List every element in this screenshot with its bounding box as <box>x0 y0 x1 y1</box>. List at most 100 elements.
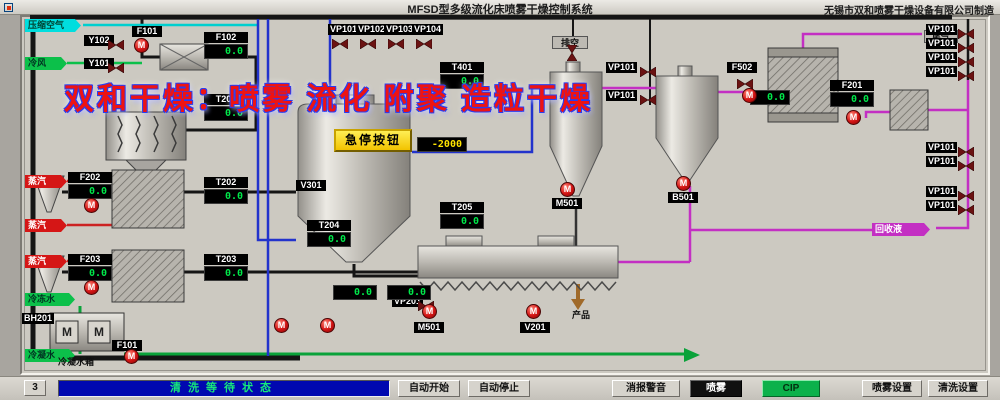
button-cip[interactable]: CIP <box>762 380 820 397</box>
valve-icon[interactable] <box>957 158 975 172</box>
value-display: 0.0 <box>333 285 377 300</box>
bottom-toolbar: 3 清洗等待状态 自动开始自动停止 消报警音喷雾 CIP 喷雾设置清洗设置 <box>0 376 1000 400</box>
instrument-value: 0.0 <box>68 184 112 199</box>
text-label: 产品 <box>572 310 591 320</box>
app-icon <box>4 3 13 12</box>
instrument-value: 0.0 <box>68 266 112 281</box>
page-title: MFSD型多级流化床喷雾干燥控制系统 <box>407 4 593 16</box>
equipment-tag-vp102: VP102 <box>356 24 388 35</box>
equipment-tag-vp101: VP101 <box>606 62 638 73</box>
stream-label-recovery-liquid: 回收液 <box>872 223 930 236</box>
stream-label-cold-air: 冷风 <box>25 57 67 70</box>
instrument-value: 0.0 <box>204 44 248 59</box>
valve-icon[interactable] <box>957 144 975 158</box>
instrument-tag: T202 <box>204 177 248 188</box>
equipment-tag-m501: M501 <box>552 198 582 209</box>
stream-label-steam-2: 蒸汽 <box>25 219 67 232</box>
valve-icon[interactable] <box>415 36 433 50</box>
valve-icon[interactable] <box>387 36 405 50</box>
button-auto-stop[interactable]: 自动停止 <box>468 380 530 397</box>
pump-icon[interactable]: M <box>320 318 335 333</box>
stream-label-steam-1: 蒸汽 <box>25 175 67 188</box>
instrument-tag: T401 <box>440 62 484 73</box>
instrument-tag: T201 <box>204 94 248 105</box>
stream-label-chilled-water: 冷冻水 <box>25 293 75 306</box>
valve-icon[interactable] <box>331 36 349 50</box>
equipment-tag-vp101: VP101 <box>926 66 958 77</box>
equipment-tag-vp103: VP103 <box>384 24 416 35</box>
equipment-tag-vp101: VP101 <box>926 186 958 197</box>
valve-icon[interactable] <box>957 202 975 216</box>
instrument-tag: F202 <box>68 172 112 183</box>
equipment-tag-f502: F502 <box>727 62 757 73</box>
valve-icon[interactable] <box>957 40 975 54</box>
button-mute-alarm[interactable]: 消报警音 <box>612 380 680 397</box>
pump-icon[interactable]: M <box>84 198 99 213</box>
button-spray[interactable]: 喷雾 <box>690 380 742 397</box>
text-label: M <box>62 325 72 339</box>
instrument-tag: F201 <box>830 80 874 91</box>
equipment-tag-f101: F101 <box>132 26 162 37</box>
pump-icon[interactable]: M <box>676 176 691 191</box>
button-spray-settings[interactable]: 喷雾设置 <box>862 380 922 397</box>
instrument-value: 0.0 <box>830 92 874 107</box>
pump-icon[interactable]: M <box>134 38 149 53</box>
equipment-tag-vp101: VP101 <box>926 156 958 167</box>
stream-label-steam-3: 蒸汽 <box>25 255 67 268</box>
equipment-tag-vp104: VP104 <box>412 24 444 35</box>
instrument-value: 0.0 <box>204 189 248 204</box>
valve-icon[interactable] <box>957 26 975 40</box>
equipment-tag-vp201: VP201 <box>392 296 424 307</box>
instrument-value: 0.0 <box>440 214 484 229</box>
equipment-tag-m501: M501 <box>414 322 444 333</box>
equipment-tag-v201: V201 <box>520 322 550 333</box>
pump-icon[interactable]: M <box>846 110 861 125</box>
equipment-tag-b501: B501 <box>668 192 698 203</box>
valve-icon[interactable] <box>957 188 975 202</box>
watermark-text: 双和干燥：喷雾 流化 附聚 造粒干燥 <box>64 83 594 116</box>
equipment-tag-vp101: VP101 <box>926 200 958 211</box>
text-label: 冷凝水箱 <box>58 357 95 367</box>
value-display: 0.0 <box>387 285 431 300</box>
instrument-tag: F203 <box>68 254 112 265</box>
alarm-counter: 3 <box>24 380 46 396</box>
valve-icon[interactable] <box>639 64 657 78</box>
equipment-tag-vp101: VP101 <box>328 24 360 35</box>
instrument-value: 0.0 <box>440 74 484 89</box>
valve-icon[interactable] <box>639 92 657 106</box>
manufacturer-label: 无锡市双和喷雾干燥设备有限公司制造 <box>824 6 994 17</box>
valve-icon[interactable] <box>107 60 125 74</box>
stream-label-condensate-water: 冷凝水 <box>25 349 75 362</box>
pump-icon[interactable]: M <box>742 88 757 103</box>
emergency-stop-button[interactable]: 急停按钮 <box>334 129 412 152</box>
pump-icon[interactable]: M <box>560 182 575 197</box>
valve-icon[interactable] <box>107 37 125 51</box>
valve-icon[interactable] <box>736 76 754 90</box>
pump-icon[interactable]: M <box>274 318 289 333</box>
button-auto-start[interactable]: 自动开始 <box>398 380 460 397</box>
pump-icon[interactable]: M <box>526 304 541 319</box>
pump-icon[interactable]: M <box>84 280 99 295</box>
valve-icon[interactable] <box>359 36 377 50</box>
instrument-value: 0.0 <box>204 266 248 281</box>
valve-icon[interactable] <box>957 54 975 68</box>
value-display: -2000 <box>417 137 467 152</box>
button-clean-settings[interactable]: 清洗设置 <box>928 380 988 397</box>
valve-icon[interactable] <box>566 44 580 62</box>
pump-icon[interactable]: M <box>422 304 437 319</box>
equipment-tag-vp101: VP101 <box>926 142 958 153</box>
instrument-value: 0.0 <box>307 232 351 247</box>
pump-icon[interactable]: M <box>124 349 139 364</box>
equipment-tag-vp101: VP101 <box>926 24 958 35</box>
status-bar: 清洗等待状态 <box>58 380 390 397</box>
valve-icon[interactable] <box>957 68 975 82</box>
equipment-tag-f101: F101 <box>112 340 142 351</box>
